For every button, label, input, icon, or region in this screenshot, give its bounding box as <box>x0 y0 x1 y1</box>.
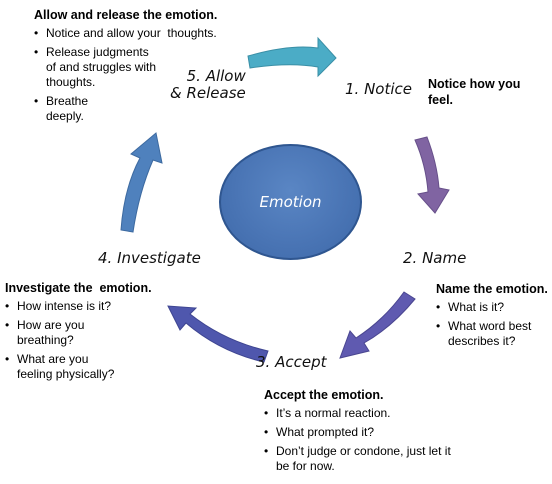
list-item: Breathe deeply. <box>34 94 116 124</box>
list-item: What is it? <box>436 300 548 315</box>
list-item: How intense is it? <box>5 299 127 314</box>
step-notice-label: 1. Notice <box>345 80 413 98</box>
accept-heading: Accept the emotion. <box>264 388 384 402</box>
notice-heading: Notice how you feel. <box>428 77 521 107</box>
investigate-heading: Investigate the emotion. <box>5 281 152 295</box>
list-item: Release judgments of and struggles with … <box>34 45 158 90</box>
step-allow-line2: & Release <box>170 84 246 102</box>
name-points: What is it? What word best describes it? <box>436 300 548 353</box>
list-item: What are you feeling physically? <box>5 352 127 382</box>
arrow-top-icon <box>247 36 337 78</box>
step-allow-label: 5. Allow & Release <box>170 68 246 102</box>
list-item: How are you breathing? <box>5 318 127 348</box>
accept-points: It’s a normal reaction. What prompted it… <box>264 406 464 478</box>
step-investigate-label: 4. Investigate <box>98 249 201 267</box>
investigate-points: How intense is it? How are you breathing… <box>5 299 127 386</box>
allow-points: Notice and allow your thoughts. Release … <box>34 26 217 128</box>
arrow-left-icon <box>120 132 163 233</box>
list-item: What word best describes it? <box>436 319 548 349</box>
list-item: Notice and allow your thoughts. <box>34 26 217 41</box>
emotion-circle: Emotion <box>219 144 362 260</box>
allow-heading: Allow and release the emotion. <box>34 8 218 22</box>
step-name-label: 2. Name <box>403 249 467 267</box>
list-item: It’s a normal reaction. <box>264 406 464 421</box>
step-accept-label: 3. Accept <box>256 353 327 371</box>
arrow-right-icon <box>414 136 450 214</box>
list-item: Don’t judge or condone, just let it be f… <box>264 444 464 474</box>
name-heading: Name the emotion. <box>436 282 548 296</box>
center-label: Emotion <box>259 193 322 211</box>
arrow-bottom-left-icon <box>167 305 269 363</box>
list-item: What prompted it? <box>264 425 464 440</box>
step-allow-line1: 5. Allow <box>186 67 246 85</box>
arrow-lower-right-icon <box>339 291 416 359</box>
